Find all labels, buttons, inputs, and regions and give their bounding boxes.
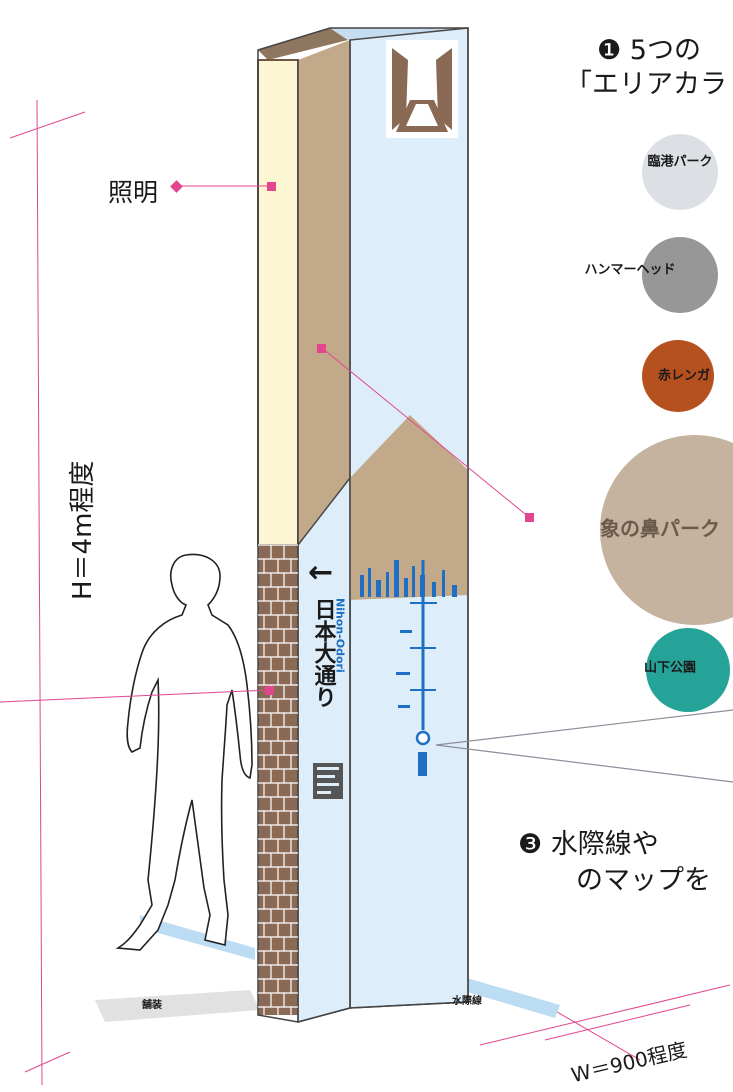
gate-logo-icon (386, 40, 458, 138)
lighting-panel (257, 59, 299, 546)
leader-markers (170, 180, 534, 695)
ground-label-right: 水際線 (452, 996, 482, 1007)
heading-area-colors-line2: 「エリアカラ (565, 69, 727, 100)
street-name-english: Nihon-Odori (334, 598, 347, 673)
pillar-top-left (258, 28, 348, 60)
ground-paving-line (95, 990, 260, 1022)
area-color-label: 赤レンガ (657, 368, 711, 384)
pillar-outline (257, 27, 469, 1023)
person-silhouette-icon (115, 553, 253, 951)
ground-label-left: 舗装 (142, 1000, 162, 1011)
area-color-label: ハンマーヘッド (584, 262, 676, 278)
heading-map-line2: のマップを (576, 865, 711, 896)
heading-map-line1: ❸ 水際線や (518, 829, 659, 860)
leader-line-map (435, 709, 733, 783)
waterline-band (140, 915, 255, 960)
area-color-circle (646, 628, 730, 712)
leader-lines (0, 185, 531, 703)
signage-pillar (257, 27, 469, 1023)
heading-area-colors-line1: ❶ 5つの (597, 35, 701, 66)
lighting-label: 照明 (108, 178, 159, 207)
street-name-japanese: 日本大通り (311, 598, 337, 708)
area-color-label: 象の鼻パーク (600, 516, 720, 541)
area-color-circles (600, 134, 733, 712)
area-color-label: 山下公園 (643, 660, 697, 676)
height-dimension-lines (9, 99, 86, 1086)
area-color-label: 臨港パーク (647, 154, 713, 170)
direction-arrow-icon: ← (308, 555, 333, 590)
tan-triangle-panel (350, 415, 468, 600)
area-color-circle (642, 237, 718, 313)
brick-pattern (258, 544, 298, 1015)
height-label: H＝4m程度 (68, 460, 98, 600)
area-color-circle (600, 435, 733, 625)
qr-code-icon (313, 763, 343, 799)
area-color-circle (642, 340, 714, 412)
route-map (396, 560, 437, 776)
area-color-circle (642, 134, 718, 210)
